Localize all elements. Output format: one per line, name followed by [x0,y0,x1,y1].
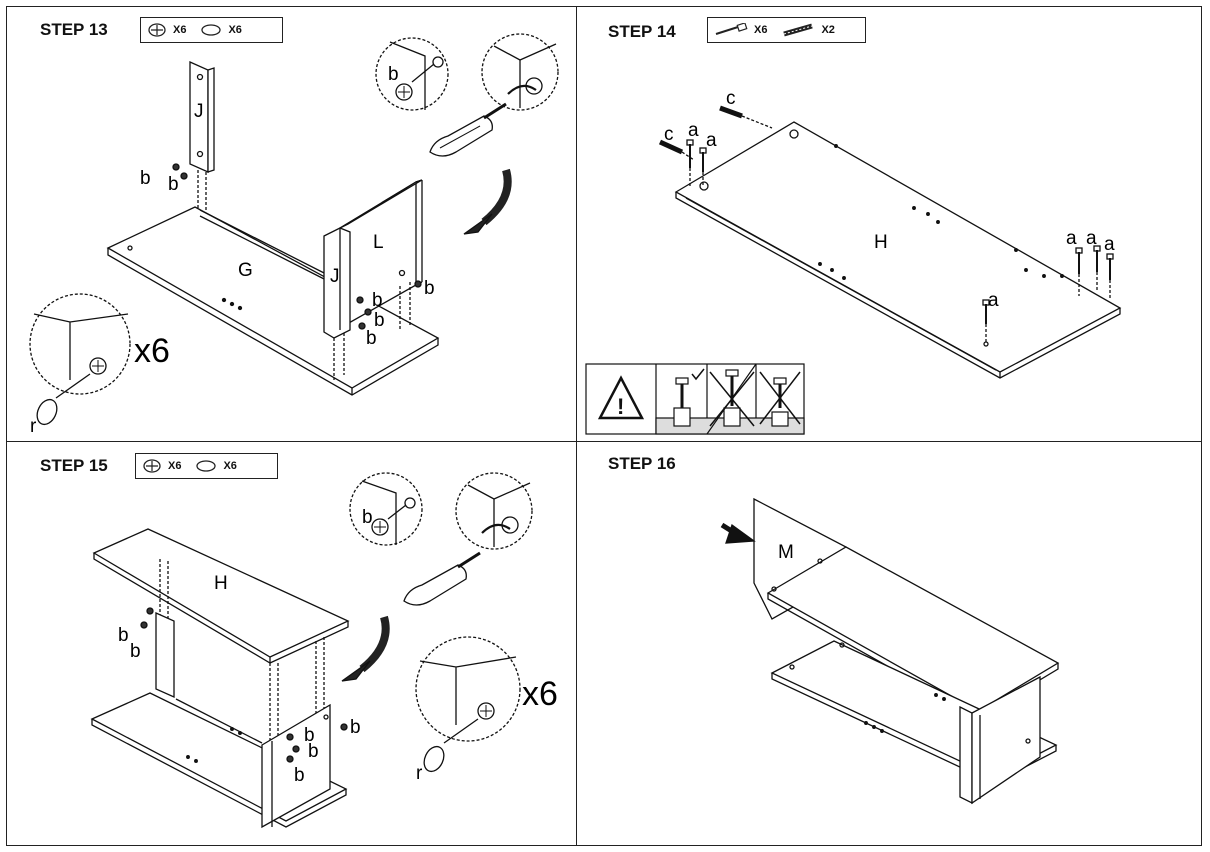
label-cam: b [168,174,179,195]
label-cam: b [130,641,141,662]
label-multiplier: x6 [522,675,558,713]
panel-h [674,121,1122,373]
step-16-title: STEP 16 [608,454,676,473]
step-15-illustration: H b b b b b b b r x6 [90,472,558,829]
label-cam: b [388,64,399,85]
label-cover: r [30,416,37,437]
cam-cover [36,398,58,426]
label-screw: a [988,290,999,311]
correct-install-icon [673,368,705,427]
label-cam: b [362,507,373,528]
screwdriver-icon [429,102,507,157]
dowel-icon [783,23,814,37]
warning-panel: ! [585,363,805,435]
incorrect-install-icon [706,363,757,435]
label-screw: a [1104,234,1115,255]
label-cam: b [304,725,315,746]
label-cam: b [308,741,319,762]
label-cam: b [140,168,151,189]
label-cam: b [118,625,129,646]
detail-circle-insert [375,37,449,111]
svg-text:!: ! [617,394,624,419]
label-screw: a [706,130,717,151]
label-cam: b [372,290,383,311]
step-13-illustration: J J L G b b b b b b b r x6 [29,33,559,437]
label-multiplier: x6 [134,332,170,370]
step-14-title: STEP 14 [608,22,676,41]
label-cam: b [374,310,385,331]
step-13-title: STEP 13 [40,20,108,39]
label-screw: a [1066,228,1077,249]
divider-horizontal [6,441,1202,442]
step-16-illustration: M [720,497,1060,805]
label-cam: b [294,765,305,786]
screw-icon [686,139,1114,342]
cam-lock-icon [148,23,166,37]
instruction-sheet [6,6,1202,846]
label-j-left: J [194,101,204,122]
detail-circle-tighten [481,33,559,111]
detail-circle-cover [29,293,131,395]
warning-icon [597,375,645,420]
dowel-icon [658,105,773,161]
label-l: L [373,232,384,253]
label-h: H [214,573,228,594]
label-m: M [778,542,794,563]
step-14-illustration: H c c a a a a a a ! [585,88,1122,435]
label-cam: b [366,328,377,349]
screw-icon [715,23,748,35]
cam-cover-icon [201,24,222,36]
label-dowel: c [726,88,736,109]
step-15-title: STEP 15 [40,456,108,475]
arrow-icon [720,522,756,544]
label-screw: a [1086,228,1097,249]
label-dowel: c [664,124,674,145]
step-14-parts-box: X6 X2 [707,17,866,43]
divider-vertical [576,6,577,846]
step-15-parts-box: X6 X6 [135,453,278,479]
label-cover: r [416,763,423,784]
incorrect-install-icon [759,371,801,427]
label-j-front: J [330,266,340,287]
cam-lock-icon [143,459,161,473]
part-qty: X6 [228,24,242,36]
label-cam: b [350,717,361,738]
part-qty: X2 [821,24,835,36]
label-cam: b [424,278,435,299]
label-g: G [238,260,253,281]
part-qty: X6 [173,24,187,36]
part-qty: X6 [754,24,768,36]
part-qty: X6 [168,460,182,472]
step-13-parts-box: X6 X6 [140,17,283,43]
label-h: H [874,232,888,253]
screwdriver-icon [403,551,481,606]
part-qty: X6 [223,460,237,472]
label-screw: a [688,120,699,141]
cam-cover-icon [196,460,217,472]
